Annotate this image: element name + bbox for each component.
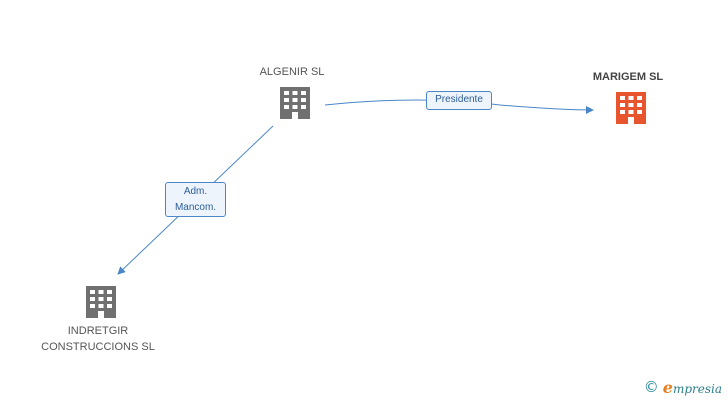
brand-text: mpresia [672, 381, 722, 396]
brand-logo: empresia [663, 378, 722, 397]
indretgir-label-line1: INDRETGIR [67, 325, 129, 337]
indretgir-building-icon[interactable] [86, 286, 116, 318]
marigem-label[interactable]: MARIGEM SL [592, 71, 664, 83]
footer-brand: © empresia [644, 376, 722, 398]
algenir-label[interactable]: ALGENIR SL [259, 66, 325, 78]
edge-label-adm-mancom[interactable]: Adm. Mancom. [165, 182, 226, 217]
indretgir-label-line2: CONSTRUCCIONS SL [41, 341, 155, 353]
brand-initial: e [662, 377, 673, 397]
edge-label-adm-line2: Mancom. [174, 202, 217, 213]
algenir-building-icon[interactable] [280, 87, 310, 119]
edge-label-presidente[interactable]: Presidente [426, 91, 492, 110]
copyright-icon: © [643, 378, 659, 396]
edge-label-adm-line1: Adm. [183, 186, 208, 197]
indretgir-label[interactable]: INDRETGIR CONSTRUCCIONS SL [38, 323, 158, 355]
marigem-building-icon[interactable] [616, 92, 646, 124]
